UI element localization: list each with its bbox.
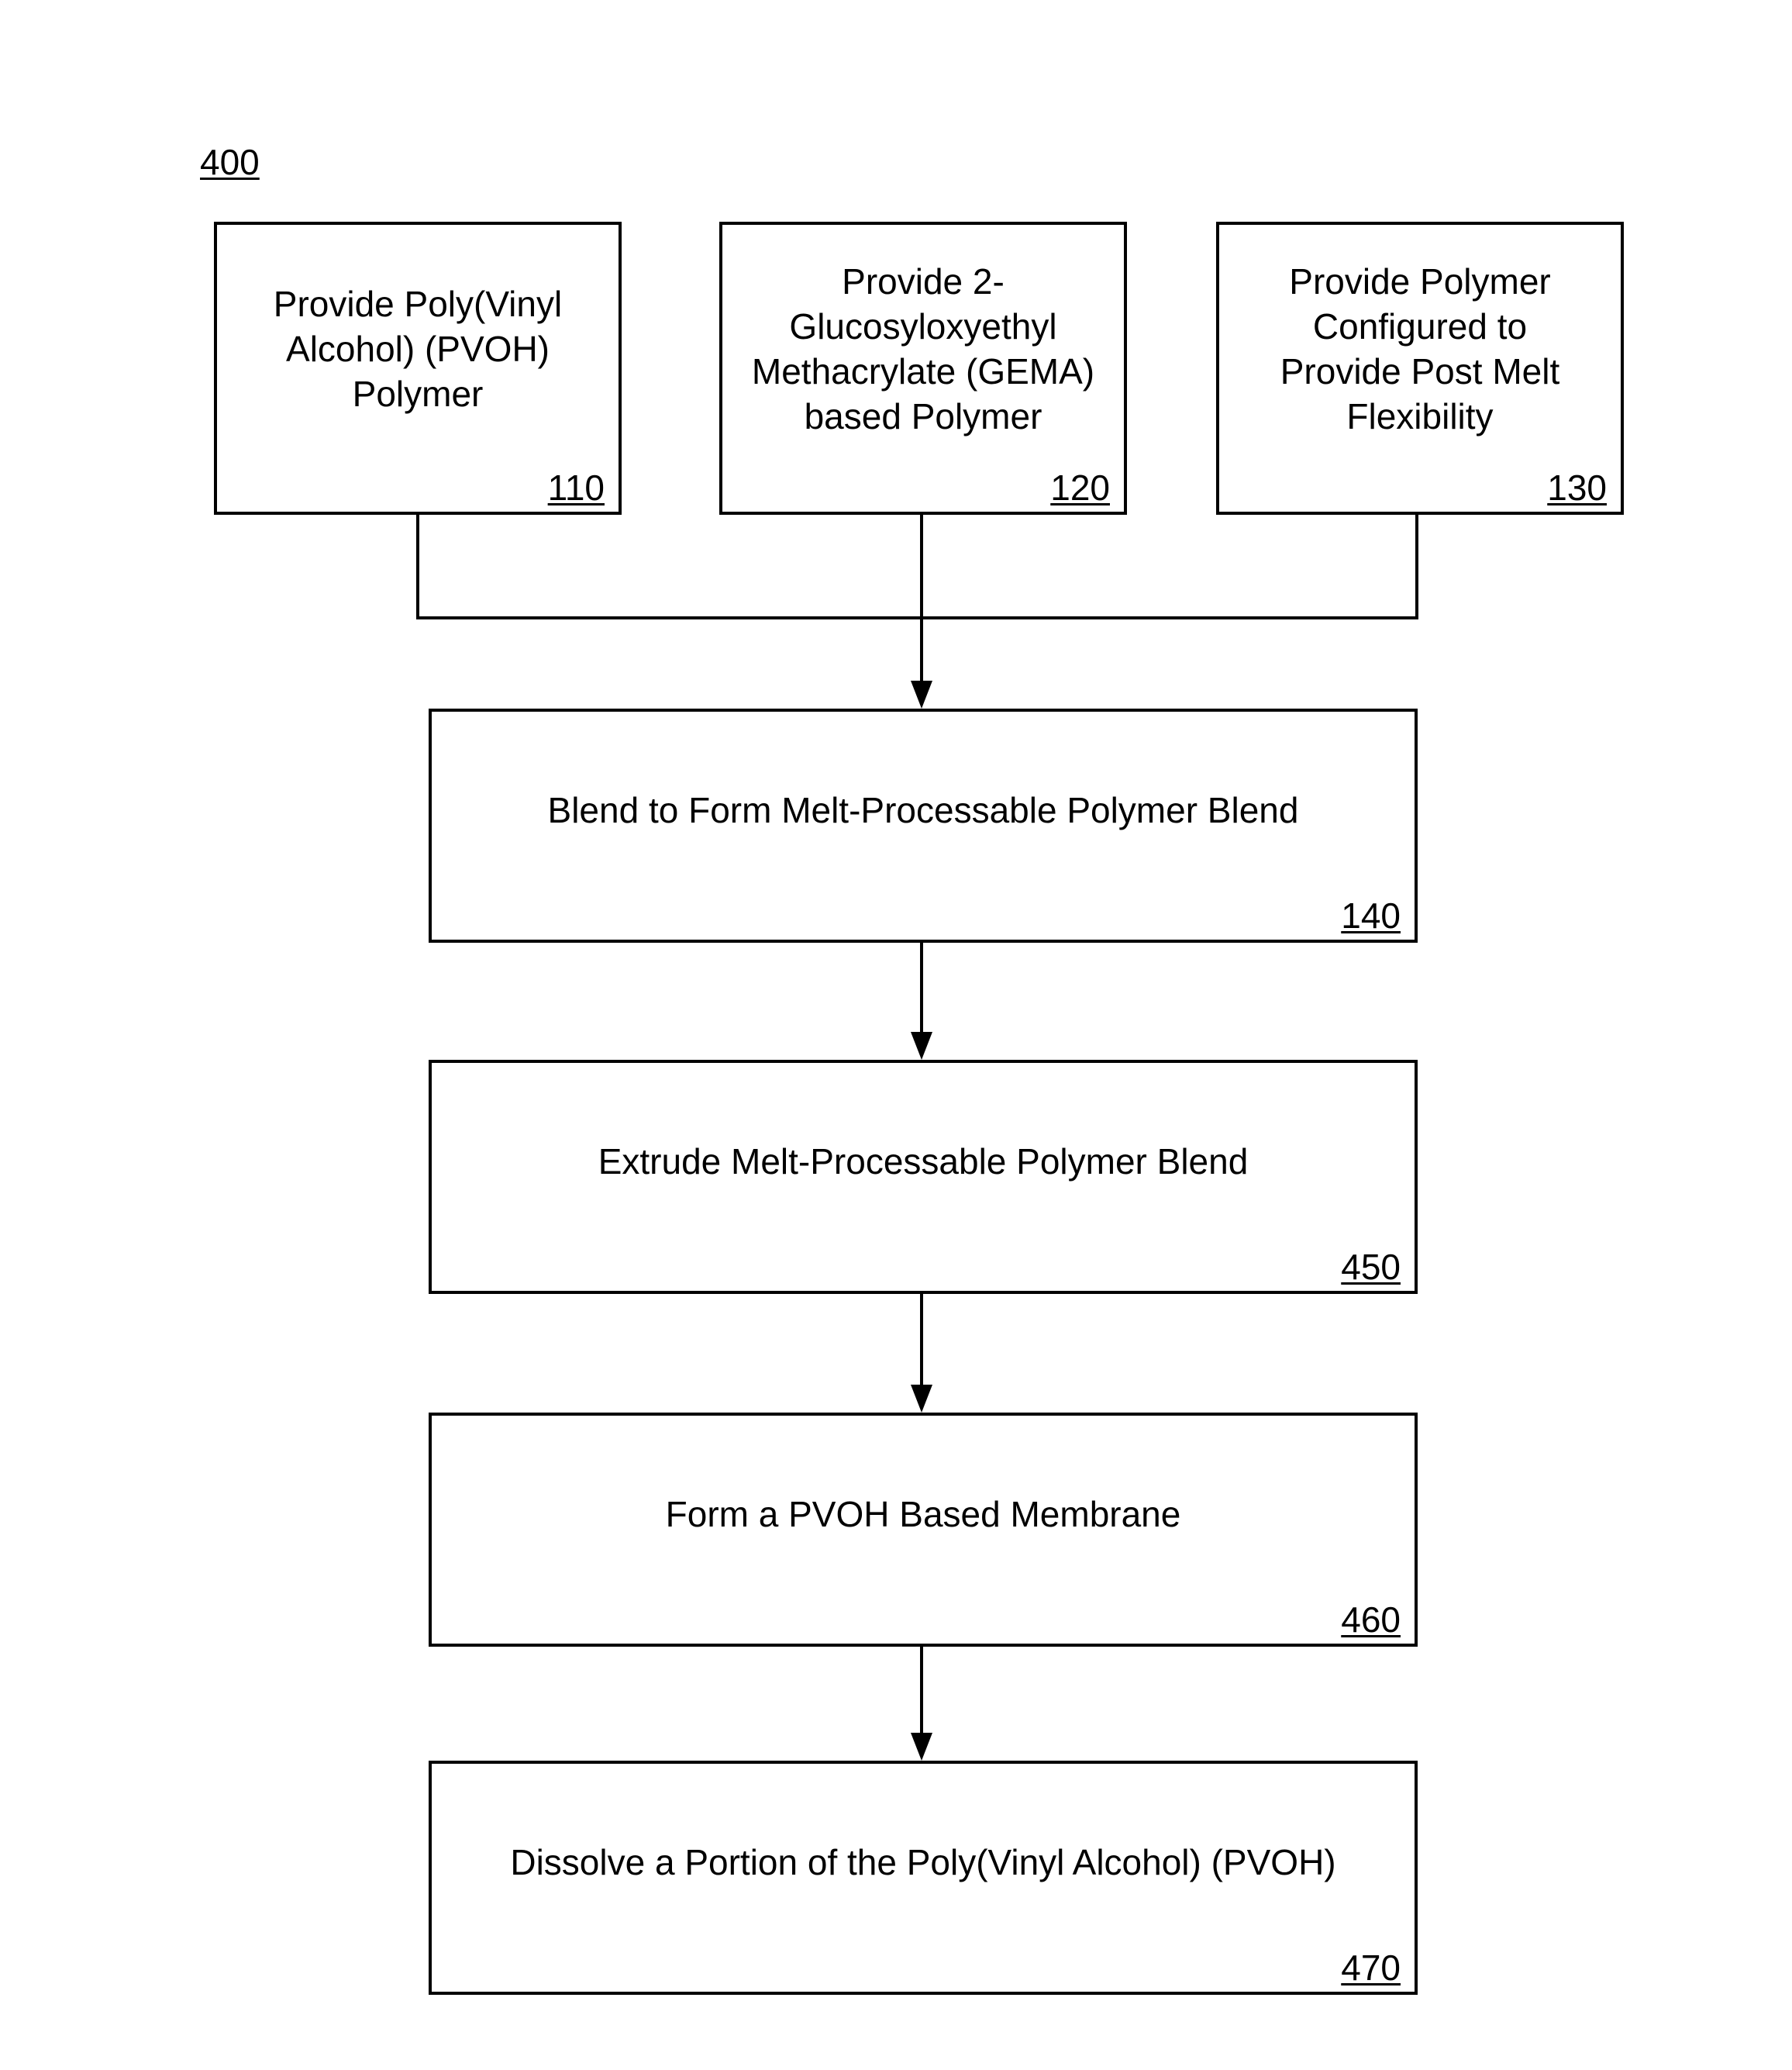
step-box-provide-flex-polymer: Provide Polymer Configured to Provide Po… — [1216, 222, 1624, 515]
step-text: Blend to Form Melt-Processable Polymer B… — [444, 712, 1402, 909]
step-text: Provide 2- Glucosyloxyethyl Methacrylate… — [735, 233, 1111, 465]
step-text: Form a PVOH Based Membrane — [444, 1416, 1402, 1613]
step-ref-number: 450 — [1341, 1246, 1401, 1288]
step-box-blend: Blend to Form Melt-Processable Polymer B… — [429, 709, 1418, 943]
step-text: Extrude Melt-Processable Polymer Blend — [444, 1063, 1402, 1260]
step-text: Provide Poly(Vinyl Alcohol) (PVOH) Polym… — [229, 233, 606, 465]
step-box-dissolve: Dissolve a Portion of the Poly(Vinyl Alc… — [429, 1761, 1418, 1995]
step-box-provide-gema: Provide 2- Glucosyloxyethyl Methacrylate… — [719, 222, 1127, 515]
arrow-to-140-head — [911, 681, 932, 709]
step-ref-number: 120 — [1050, 467, 1110, 509]
step-text: Provide Polymer Configured to Provide Po… — [1232, 233, 1608, 465]
step-text: Dissolve a Portion of the Poly(Vinyl Alc… — [444, 1764, 1402, 1961]
arrow-to-470-head — [911, 1733, 932, 1761]
step-ref-number: 110 — [548, 467, 605, 509]
step-box-extrude: Extrude Melt-Processable Polymer Blend 4… — [429, 1060, 1418, 1294]
arrow-to-450-head — [911, 1032, 932, 1060]
step-ref-number: 470 — [1341, 1947, 1401, 1989]
step-ref-number: 140 — [1341, 895, 1401, 937]
step-ref-number: 130 — [1547, 467, 1607, 509]
step-box-provide-pvoh: Provide Poly(Vinyl Alcohol) (PVOH) Polym… — [214, 222, 622, 515]
step-box-form-membrane: Form a PVOH Based Membrane 460 — [429, 1413, 1418, 1647]
step-ref-number: 460 — [1341, 1599, 1401, 1640]
figure-label: 400 — [200, 141, 260, 183]
arrow-to-460-head — [911, 1385, 932, 1413]
